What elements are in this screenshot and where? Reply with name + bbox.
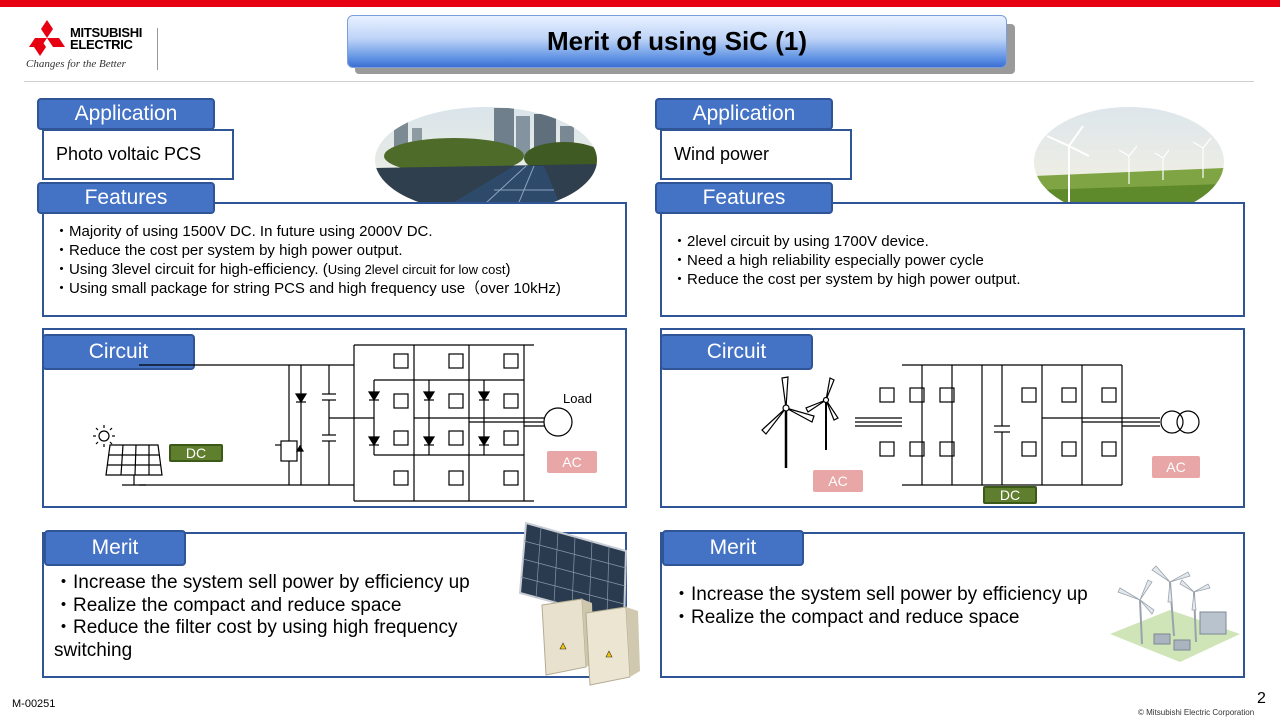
right-merit-label: Merit <box>662 530 804 566</box>
left-dc-tag: DC <box>169 444 223 462</box>
igbt-array-rectifier <box>879 387 955 457</box>
igbt-icon <box>275 440 305 462</box>
left-application-label: Application <box>37 98 215 130</box>
right-feature-3: ・Reduce the cost per system by high powe… <box>672 271 1021 288</box>
left-feature-3-text: ・Using 3level circuit for high-efficienc… <box>54 261 328 278</box>
left-feature-1: ・Majority of using 1500V DC. In future u… <box>54 223 433 240</box>
left-feature-4: ・Using small package for string PCS and … <box>54 280 561 297</box>
right-merit-2: ・Realize the compact and reduce space <box>672 606 1020 628</box>
right-application-value: Wind power <box>660 129 852 180</box>
photovoltaic-city-image <box>375 107 597 213</box>
right-features-box: ・2level circuit by using 1700V device. ・… <box>660 202 1245 317</box>
top-accent-bar <box>0 0 1280 7</box>
brand-name-line1: MITSUBISHI <box>70 25 143 40</box>
copyright-notice: © Mitsubishi Electric Corporation <box>1138 708 1255 717</box>
left-merit-3: ・Reduce the filter cost by using high fr… <box>54 617 458 638</box>
pv-3level-circuit-diagram <box>93 344 573 502</box>
left-merit-4: switching <box>54 639 133 661</box>
inverter-leg-2 <box>422 345 470 501</box>
page-title: Merit of using SiC (1) <box>347 15 1007 68</box>
document-id: M-00251 <box>12 698 56 710</box>
logo-divider <box>157 28 158 70</box>
right-feature-1: ・2level circuit by using 1700V device. <box>672 233 929 250</box>
left-feature-3: ・Using 3level circuit for high-efficienc… <box>54 261 511 278</box>
wind-2level-circuit-diagram <box>761 364 1200 486</box>
left-feature-2: ・Reduce the cost per system by high powe… <box>54 242 403 259</box>
right-feature-2: ・Need a high reliability especially powe… <box>672 252 984 269</box>
left-merit-label: Merit <box>44 530 186 566</box>
left-merit-2: ・Realize the compact and reduce space <box>54 594 402 616</box>
right-application-label: Application <box>655 98 833 130</box>
igbt-array-inverter <box>1021 387 1117 457</box>
right-dc-tag: DC <box>983 486 1037 504</box>
right-features-label: Features <box>655 182 833 214</box>
left-merit-1: ・Increase the system sell power by effic… <box>54 572 470 593</box>
inverter-leg-1 <box>367 345 415 501</box>
mitsubishi-logo-icon <box>29 20 65 56</box>
right-circuit-label: Circuit <box>660 334 813 370</box>
left-circuit-label: Circuit <box>42 334 195 370</box>
wind-turbine-icon <box>761 376 839 468</box>
left-features-label: Features <box>37 182 215 214</box>
load-label: Load <box>563 391 592 406</box>
sun-icon <box>93 425 115 447</box>
company-logo: MITSUBISHI ELECTRIC Changes for the Bett… <box>24 18 164 74</box>
right-ac-tag-right: AC <box>1152 456 1200 478</box>
brand-name-line2: ELECTRIC <box>70 37 133 52</box>
wind-power-station-illustration <box>1110 565 1240 662</box>
load-icon <box>543 407 573 437</box>
right-merit-1: ・Increase the system sell power by effic… <box>672 584 1088 605</box>
page-number: 2 <box>1257 690 1266 707</box>
brand-tagline: Changes for the Better <box>26 58 126 70</box>
left-feature-3-note: Using 2level circuit for low cost <box>327 262 506 277</box>
left-features-box: ・Majority of using 1500V DC. In future u… <box>42 202 627 317</box>
left-ac-tag: AC <box>547 451 597 473</box>
solar-panel-icon <box>105 444 163 486</box>
header-divider <box>24 81 1254 82</box>
pcs-cabinet-illustration <box>518 521 640 686</box>
left-application-value: Photo voltaic PCS <box>42 129 234 180</box>
right-ac-tag-left: AC <box>813 470 863 492</box>
transformer-icon <box>1160 410 1200 434</box>
igbt-array <box>393 353 519 486</box>
